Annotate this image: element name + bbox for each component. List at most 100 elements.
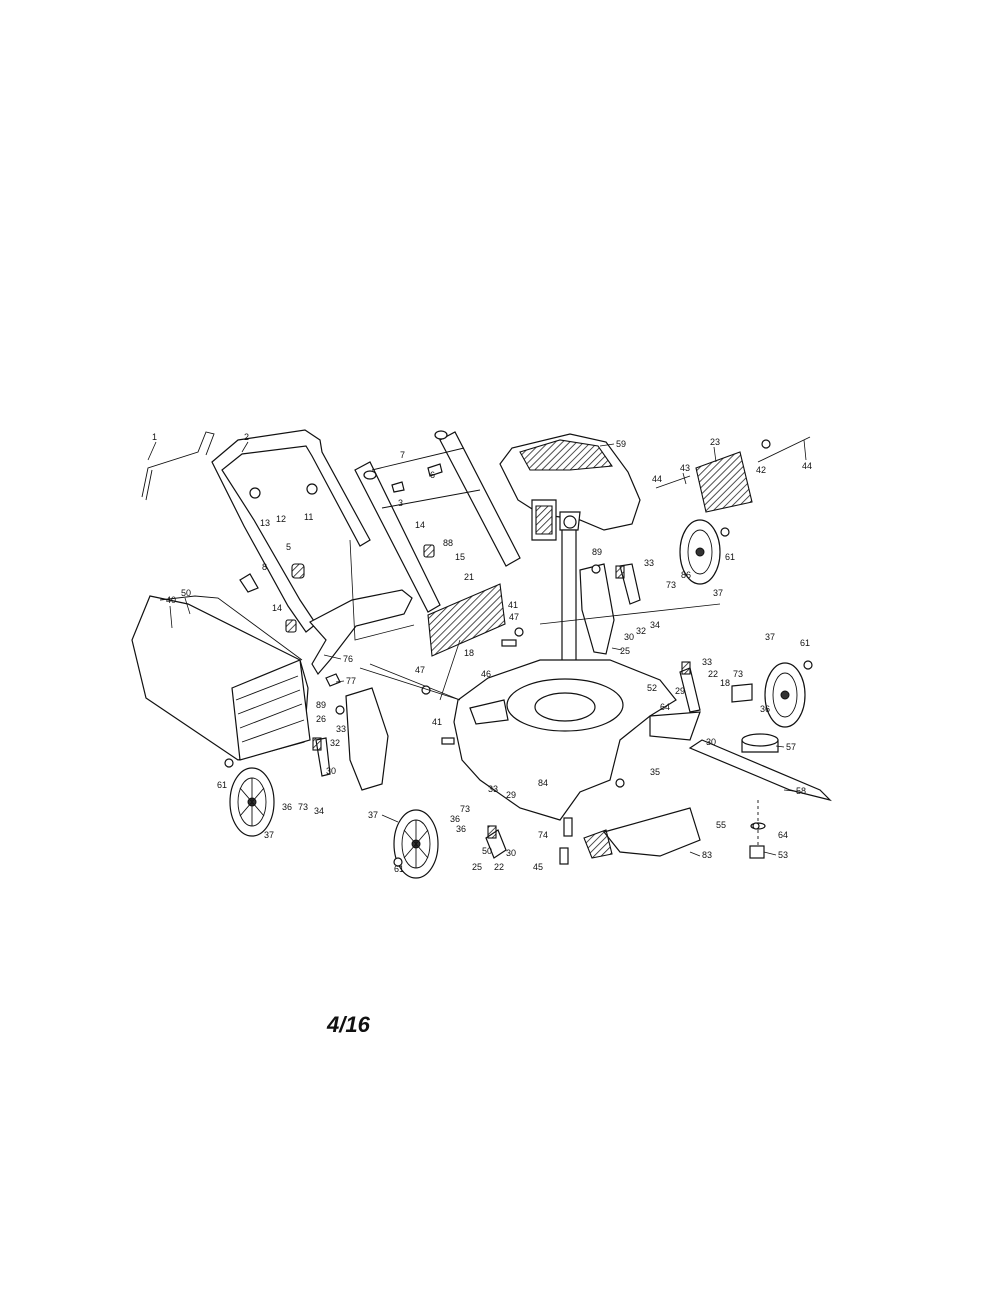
part-83-mulch-plug — [583, 807, 701, 859]
callout-6: 6 — [430, 470, 435, 480]
callout-29-bottom: 29 — [506, 790, 516, 800]
callout-61-bottom: 61 — [394, 864, 404, 874]
callout-30-left: 30 — [326, 766, 336, 776]
callout-50-bottom: 50 — [482, 846, 492, 856]
callout-30-right: 30 — [706, 737, 716, 747]
callout-43: 43 — [680, 463, 690, 473]
callout-73-top: 73 — [666, 580, 676, 590]
callout-37-top: 37 — [713, 588, 723, 598]
callout-83: 83 — [702, 850, 712, 860]
callout-32-left: 32 — [330, 738, 340, 748]
part-58-blade — [688, 739, 832, 802]
callout-2: 2 — [244, 432, 249, 442]
callout-12: 12 — [276, 514, 286, 524]
callout-73-bottom: 73 — [460, 804, 470, 814]
callout-3: 3 — [398, 498, 403, 508]
callout-61-right: 61 — [800, 638, 810, 648]
callout-32-top: 32 — [636, 626, 646, 636]
hardware — [224, 527, 813, 867]
part-3-lower-handle — [354, 431, 521, 613]
callout-55: 55 — [716, 820, 726, 830]
part-57-blade-adapter — [741, 733, 779, 753]
callout-11: 11 — [304, 512, 313, 522]
callout-88: 88 — [443, 538, 453, 548]
callout-5: 5 — [286, 542, 291, 552]
part-21-rear-baffle — [427, 583, 506, 657]
callout-53: 53 — [778, 850, 788, 860]
callout-64-top: 64 — [660, 702, 670, 712]
callout-15: 15 — [455, 552, 465, 562]
part-2-upper-handle — [211, 429, 371, 633]
callout-37-bottom: 37 — [368, 810, 378, 820]
callout-18-right: 18 — [720, 678, 730, 688]
callout-47-left: 47 — [415, 665, 425, 675]
part-52-deck — [453, 659, 701, 821]
part-37-wheel-rear-right — [679, 519, 721, 585]
callout-44-right: 44 — [802, 461, 812, 471]
part-37-wheel-front-left — [393, 809, 439, 879]
callout-leaders — [147, 439, 807, 857]
callout-77: 77 — [346, 676, 356, 686]
part-23-baffle — [655, 436, 811, 513]
callout-33-top: 33 — [644, 558, 654, 568]
callout-81: 61 — [725, 552, 735, 562]
callout-44-left: 44 — [652, 474, 662, 484]
part-40-grass-bag — [131, 595, 311, 761]
callout-89-left: 89 — [316, 700, 326, 710]
callout-35: 35 — [650, 767, 660, 777]
callout-47-top: 47 — [509, 612, 519, 622]
callout-8: 8 — [262, 562, 267, 572]
callout-34-left: 34 — [314, 806, 324, 816]
part-37-wheel-front-right — [764, 662, 806, 728]
callout-36-bottom: 36 — [450, 814, 460, 824]
callout-59: 59 — [616, 439, 626, 449]
callout-86: 86 — [681, 570, 691, 580]
callout-57: 57 — [786, 742, 796, 752]
callout-89-right: 89 — [592, 547, 602, 557]
callout-33-left: 33 — [336, 724, 346, 734]
callout-37-left: 37 — [264, 830, 274, 840]
page-number: 4/16 — [327, 1012, 370, 1037]
part-76-deflector — [309, 589, 413, 687]
callout-50: 50 — [181, 588, 191, 598]
callout-22-right: 22 — [708, 669, 718, 679]
callout-14-left: 14 — [272, 603, 282, 613]
callout-40: 40 — [166, 595, 176, 605]
callout-73-left: 73 — [298, 802, 308, 812]
callout-58: 58 — [796, 786, 806, 796]
callout-46: 46 — [481, 669, 491, 679]
callout-18-top: 18 — [464, 648, 474, 658]
callout-25-right: 25 — [620, 646, 630, 656]
callout-52: 52 — [647, 683, 657, 693]
callout-73-right: 73 — [733, 669, 743, 679]
handle-knobs — [239, 430, 448, 633]
callout-29-right: 29 — [675, 686, 685, 696]
callout-42: 42 — [756, 465, 766, 475]
callout-74: 74 — [538, 830, 548, 840]
callout-34-top: 34 — [650, 620, 660, 630]
callout-22-bottom: 22 — [494, 862, 504, 872]
part-25-right-bracket — [579, 563, 615, 655]
callout-1: 1 — [152, 432, 157, 442]
callout-25-bottom: 25 — [472, 862, 482, 872]
callout-23: 23 — [710, 437, 720, 447]
callout-14-top: 14 — [415, 520, 425, 530]
callout-76: 76 — [343, 654, 353, 664]
callout-36-left: 36 — [282, 802, 292, 812]
callout-41-top: 41 — [508, 600, 518, 610]
callout-labels: 1 2 7 59 23 42 44 43 44 6 3 13 12 11 14 … — [152, 432, 812, 874]
part-25-left-bracket — [345, 687, 389, 791]
callout-26: 26 — [316, 714, 326, 724]
callout-21: 21 — [464, 572, 474, 582]
callout-87: 7 — [400, 450, 405, 460]
callout-41-left: 41 — [432, 717, 442, 727]
callout-30-top: 30 — [624, 632, 634, 642]
callout-36-bottom-2: 36 — [456, 824, 466, 834]
part-37-wheel-rear-left — [229, 767, 275, 837]
callout-36-right: 36 — [760, 704, 770, 714]
callout-61-left: 61 — [217, 780, 227, 790]
callout-13: 13 — [260, 518, 270, 528]
callout-37-right: 37 — [765, 632, 775, 642]
callout-33-bottom: 33 — [488, 784, 498, 794]
